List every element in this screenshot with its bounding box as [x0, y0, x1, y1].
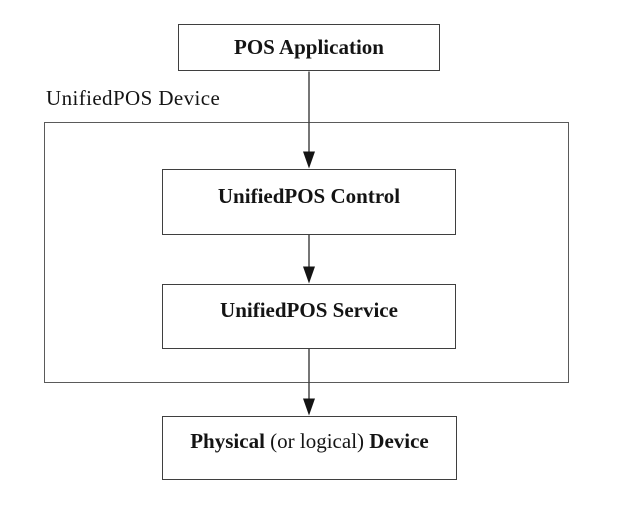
unifiedpos-control-label: UnifiedPOS Control — [217, 183, 401, 208]
physical-device-label-bold-1: Physical — [190, 428, 265, 453]
unifiedpos-service-label: UnifiedPOS Service — [220, 298, 398, 322]
unifiedpos-service-box: UnifiedPOS Service — [162, 284, 456, 349]
physical-device-label-regular: (or logical) — [270, 428, 365, 453]
unifiedpos-control-box: UnifiedPOS Control — [162, 169, 456, 235]
pos-application-box: POS Application — [178, 24, 440, 71]
physical-device-label: Physical (or logical) Device — [190, 429, 429, 454]
physical-device-label-bold-2: Device — [369, 428, 429, 453]
physical-device-box: Physical (or logical) Device — [162, 416, 457, 480]
arrowhead-down-icon — [303, 398, 315, 416]
pos-application-label: POS Application — [234, 35, 384, 59]
container-label-unifiedpos-device: UnifiedPOS Device — [46, 86, 221, 110]
unifiedpos-device-container-box — [44, 122, 569, 383]
